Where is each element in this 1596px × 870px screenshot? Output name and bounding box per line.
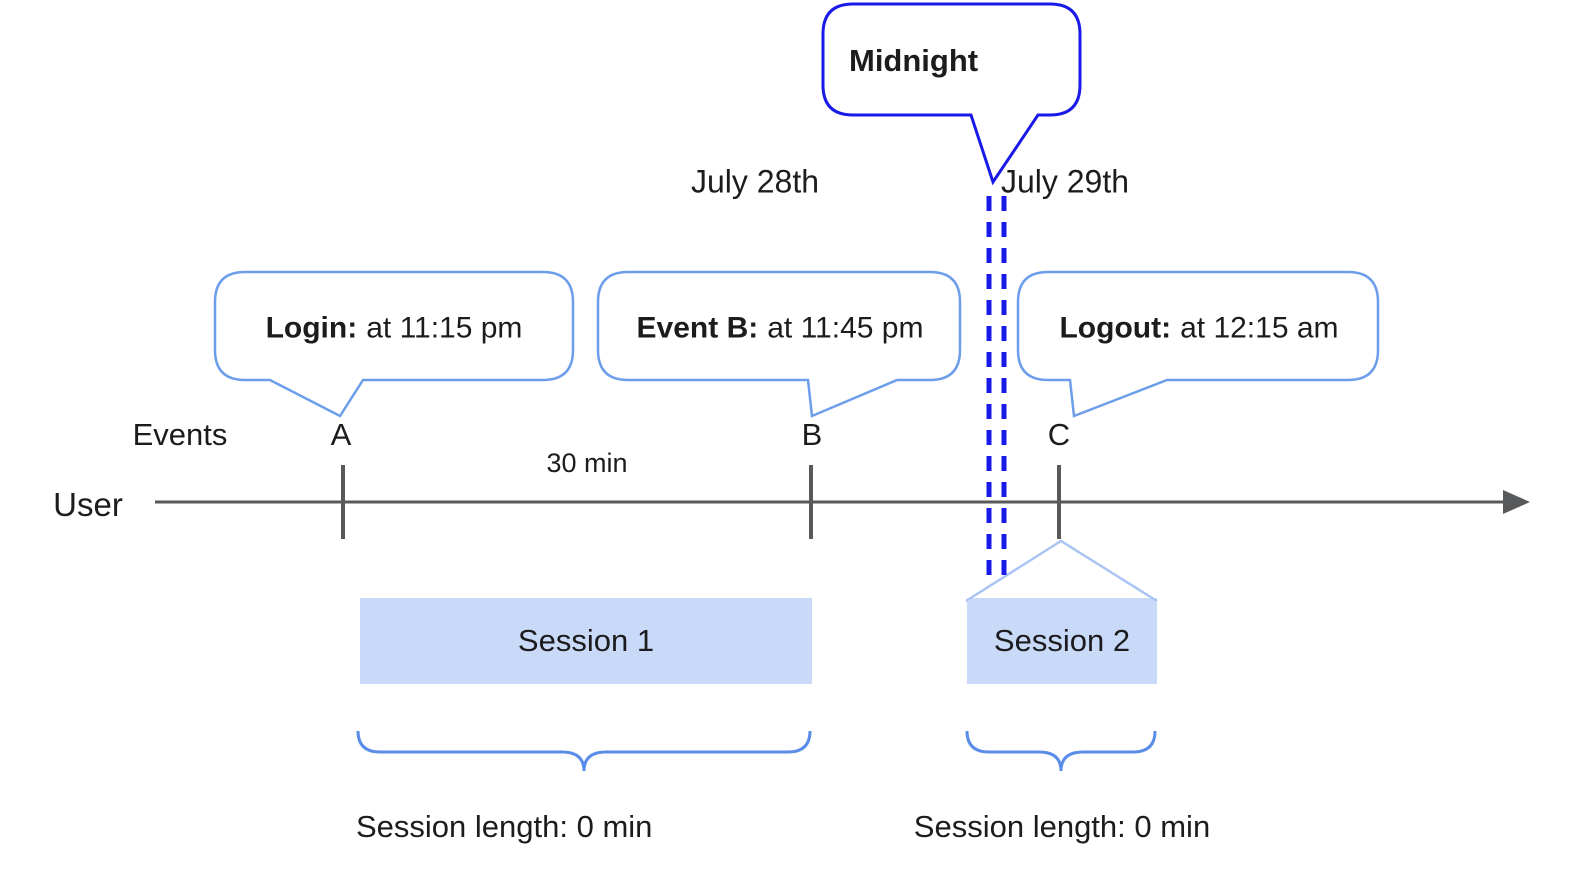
event-b-bubble-text: Event B:at 11:45 pm xyxy=(637,312,924,345)
date-label-july-29: July 29th xyxy=(1000,163,1130,200)
event-marker-c: C xyxy=(1047,416,1071,452)
user-row-label: User xyxy=(53,485,123,523)
login-bubble-text: Login:at 11:15 pm xyxy=(266,312,523,345)
login-bubble xyxy=(213,270,575,418)
interval-label-30-min: 30 min xyxy=(546,448,628,479)
session-1-label: Session 1 xyxy=(517,622,655,658)
timeline-arrowhead xyxy=(1503,490,1530,514)
logout-bubble-label: Logout: xyxy=(1059,311,1172,345)
event-b-bubble-label: Event B: xyxy=(636,311,759,345)
date-label-july-28: July 28th xyxy=(690,163,820,200)
session-1-box xyxy=(360,598,812,684)
session-2-label: Session 2 xyxy=(993,622,1131,658)
midnight-bubble-label: Midnight xyxy=(849,42,979,78)
midnight-bubble xyxy=(821,2,1082,186)
login-bubble-label: Login: xyxy=(265,311,358,345)
session-1-length-label: Session length: 0 min xyxy=(356,808,653,844)
events-row-label: Events xyxy=(132,416,228,452)
event-b-bubble xyxy=(596,270,962,418)
logout-bubble xyxy=(1016,270,1380,418)
login-bubble-value: at 11:15 pm xyxy=(366,311,523,345)
logout-bubble-text: Logout:at 12:15 am xyxy=(1059,312,1338,345)
session-2-connector xyxy=(965,539,1158,603)
session-2-length-label: Session length: 0 min xyxy=(913,808,1211,844)
event-b-bubble-value: at 11:45 pm xyxy=(767,311,924,345)
logout-bubble-value: at 12:15 am xyxy=(1180,311,1339,345)
session-2-box xyxy=(967,598,1157,684)
event-marker-a: A xyxy=(330,416,352,452)
session-1-brace xyxy=(356,730,812,772)
session-2-brace xyxy=(965,730,1157,772)
event-marker-b: B xyxy=(801,416,823,452)
